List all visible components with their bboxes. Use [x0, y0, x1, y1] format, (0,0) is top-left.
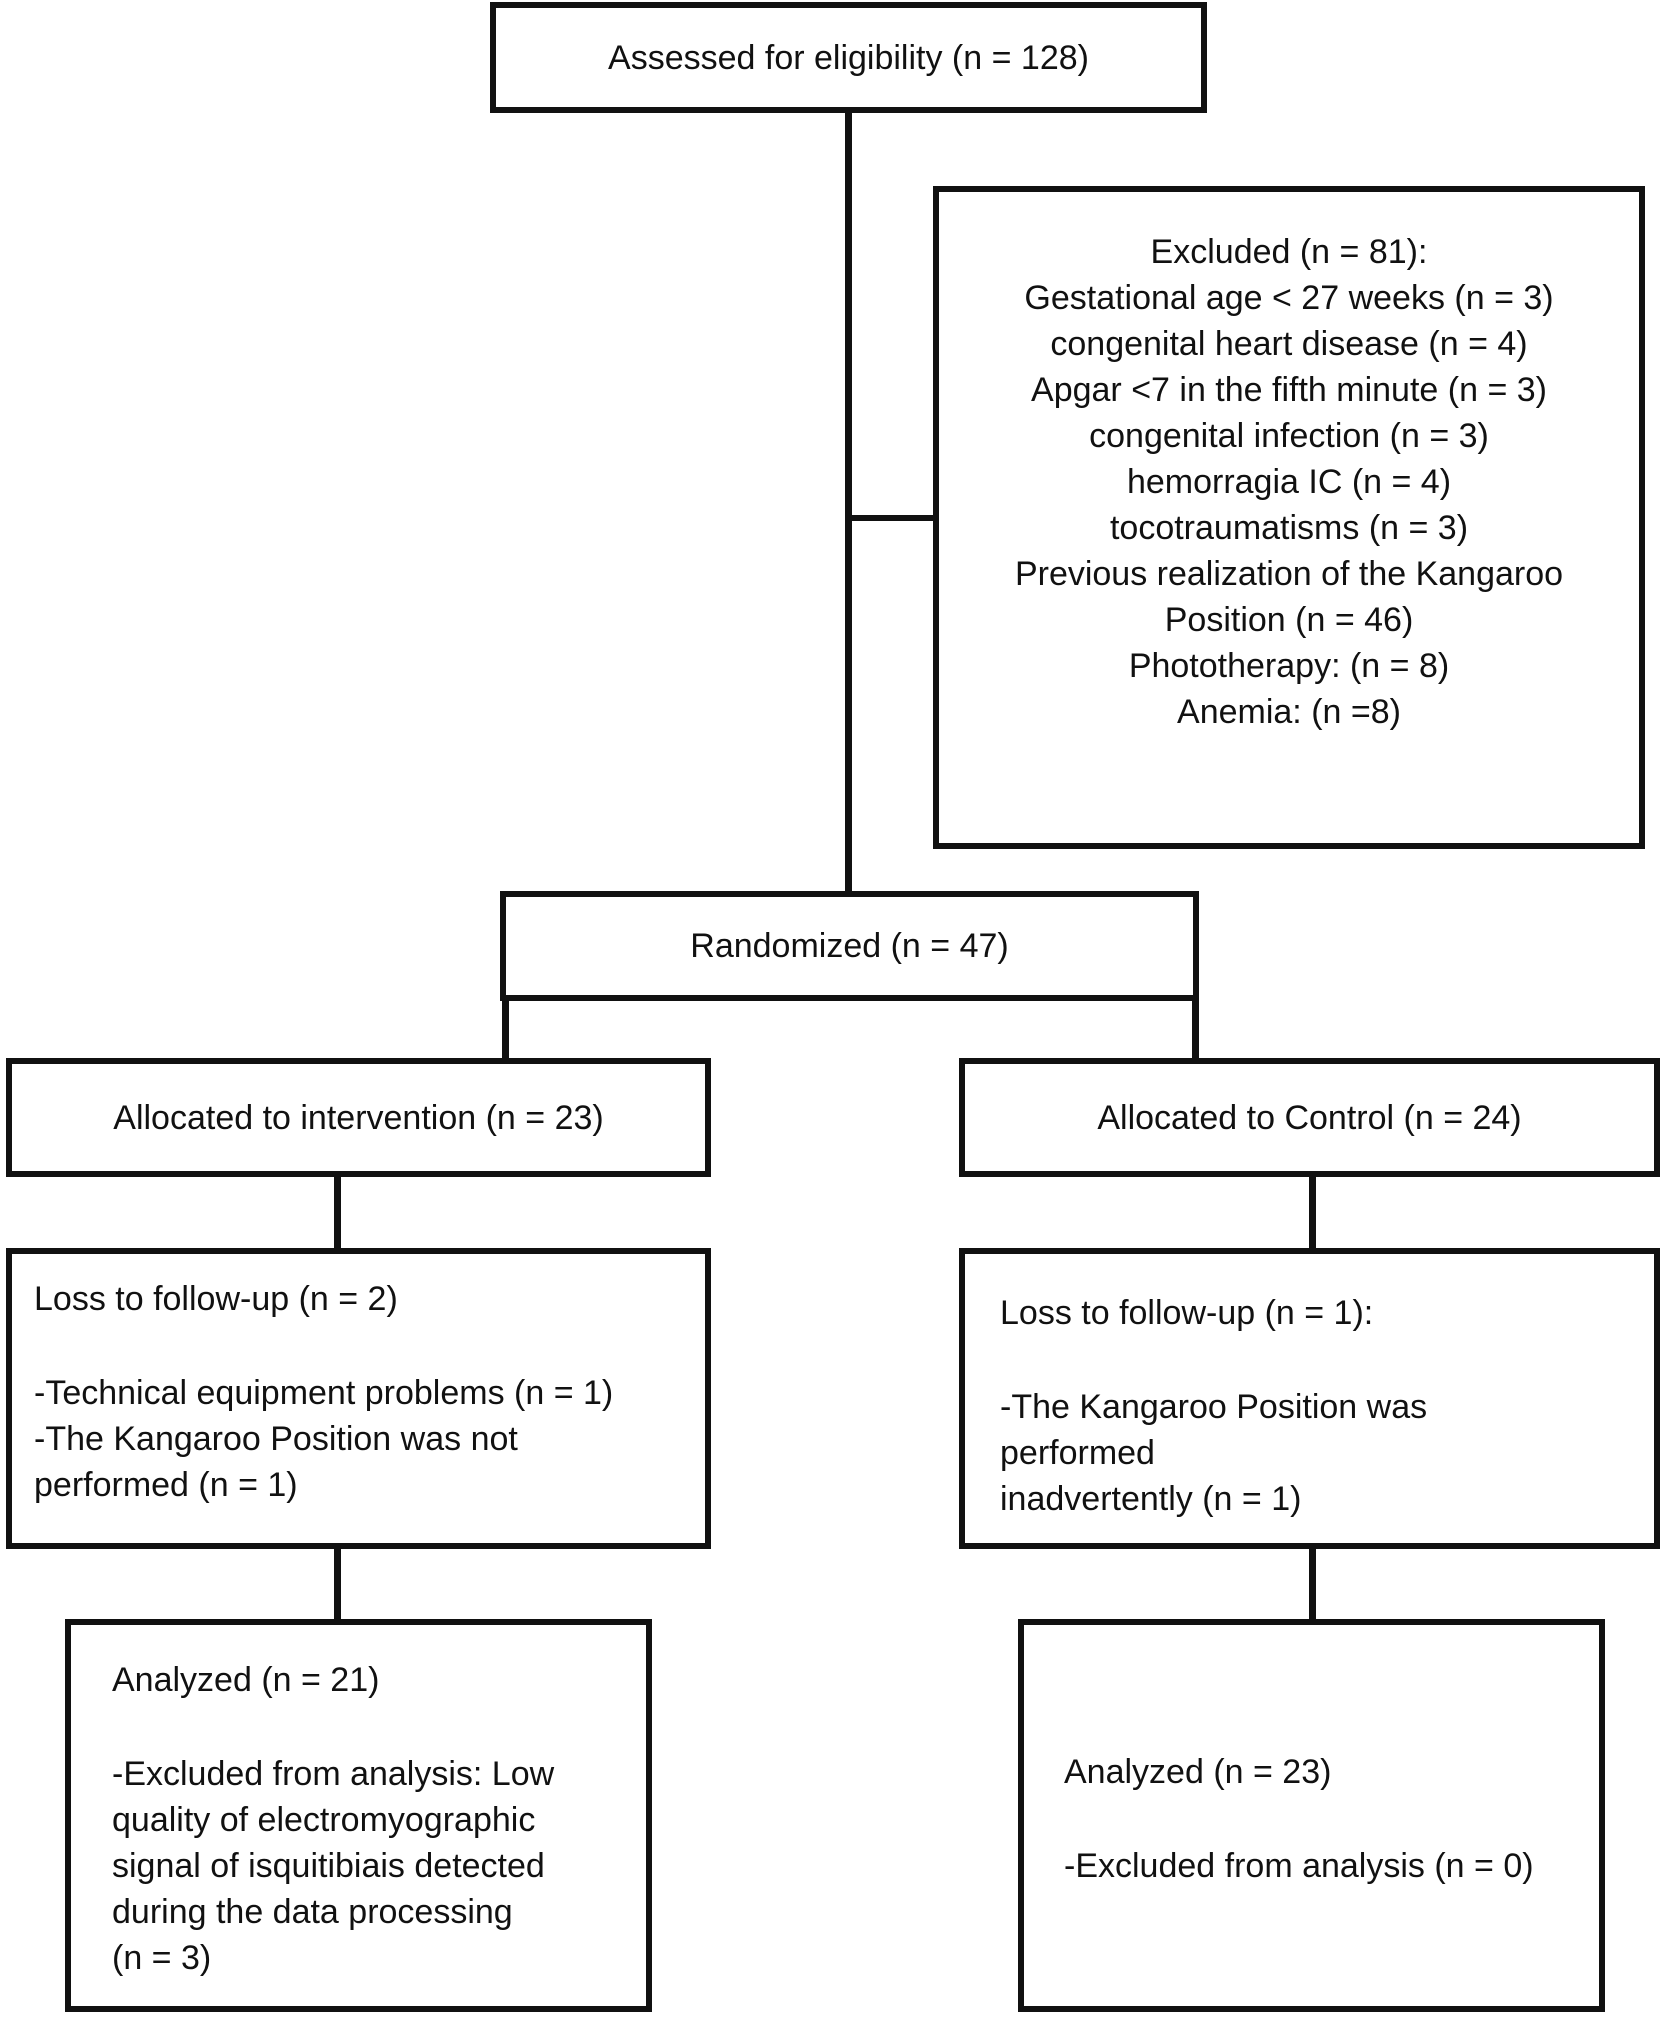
- intervention-loss-item: performed (n = 1): [34, 1466, 298, 1504]
- excluded-item: Gestational age < 27 weeks (n = 3): [1024, 278, 1554, 317]
- intervention-loss-box: Loss to follow-up (n = 2) -Technical equ…: [6, 1248, 711, 1549]
- excluded-item: Anemia: (n =8): [1177, 692, 1401, 731]
- connector-intervention-to-loss: [334, 1172, 341, 1252]
- intervention-loss-item: -The Kangaroo Position was not: [34, 1420, 518, 1458]
- intervention-analyzed-item: (n = 3): [112, 1939, 212, 1977]
- intervention-loss-item: -Technical equipment problems (n = 1): [34, 1374, 614, 1412]
- intervention-analyzed-item: quality of electromyographic: [112, 1801, 536, 1839]
- excluded-item: tocotraumatisms (n = 3): [1109, 508, 1469, 547]
- connector-control-to-loss: [1309, 1172, 1316, 1252]
- control-analyzed-title: Analyzed (n = 23): [1064, 1753, 1332, 1791]
- control-allocated-box: Allocated to Control (n = 24): [959, 1058, 1660, 1177]
- excluded-item: congenital heart disease (n = 4): [1050, 324, 1528, 363]
- intervention-analyzed-box: Analyzed (n = 21) -Excluded from analysi…: [65, 1619, 652, 2012]
- assessed-text: Assessed for eligibility (n = 128): [608, 38, 1089, 77]
- control-loss-item: -The Kangaroo Position was: [1000, 1388, 1428, 1426]
- connector-randomized-to-control: [1192, 995, 1199, 1062]
- control-allocated-text: Allocated to Control (n = 24): [1097, 1098, 1522, 1137]
- excluded-title: Excluded (n = 81):: [1150, 232, 1428, 271]
- connector-to-excluded: [845, 515, 936, 521]
- excluded-item: Apgar <7 in the fifth minute (n = 3): [1031, 370, 1547, 409]
- intervention-analyzed-item: -Excluded from analysis: Low: [112, 1755, 555, 1793]
- intervention-analyzed-item: signal of isquitibiais detected: [112, 1847, 545, 1885]
- control-loss-box: Loss to follow-up (n = 1): -The Kangaroo…: [959, 1248, 1660, 1549]
- assessed-box: Assessed for eligibility (n = 128): [490, 2, 1207, 113]
- control-loss-title: Loss to follow-up (n = 1):: [1000, 1294, 1374, 1332]
- excluded-item: hemorragia IC (n = 4): [1126, 462, 1452, 501]
- control-loss-item: performed: [1000, 1434, 1155, 1472]
- excluded-item: Position (n = 46): [1164, 600, 1414, 639]
- connector-assessed-to-randomized: [845, 108, 852, 896]
- randomized-box: Randomized (n = 47): [500, 891, 1199, 1001]
- intervention-allocated-box: Allocated to intervention (n = 23): [6, 1058, 711, 1177]
- control-analyzed-item: -Excluded from analysis (n = 0): [1064, 1847, 1534, 1885]
- intervention-analyzed-item: during the data processing: [112, 1893, 513, 1931]
- connector-randomized-to-intervention: [502, 995, 509, 1062]
- control-analyzed-box: Analyzed (n = 23) -Excluded from analysi…: [1018, 1619, 1605, 2012]
- intervention-analyzed-title: Analyzed (n = 21): [112, 1661, 380, 1699]
- connector-intervention-loss-to-analyzed: [334, 1544, 341, 1624]
- control-loss-item: inadvertently (n = 1): [1000, 1480, 1302, 1518]
- intervention-loss-title: Loss to follow-up (n = 2): [34, 1280, 398, 1318]
- intervention-allocated-text: Allocated to intervention (n = 23): [113, 1098, 604, 1137]
- excluded-box: Excluded (n = 81): Gestational age < 27 …: [933, 186, 1645, 849]
- excluded-item: Previous realization of the Kangaroo: [1014, 554, 1564, 593]
- connector-control-loss-to-analyzed: [1309, 1544, 1316, 1624]
- excluded-item: Phototherapy: (n = 8): [1128, 646, 1450, 685]
- randomized-text: Randomized (n = 47): [690, 927, 1009, 965]
- excluded-item: congenital infection (n = 3): [1089, 416, 1489, 455]
